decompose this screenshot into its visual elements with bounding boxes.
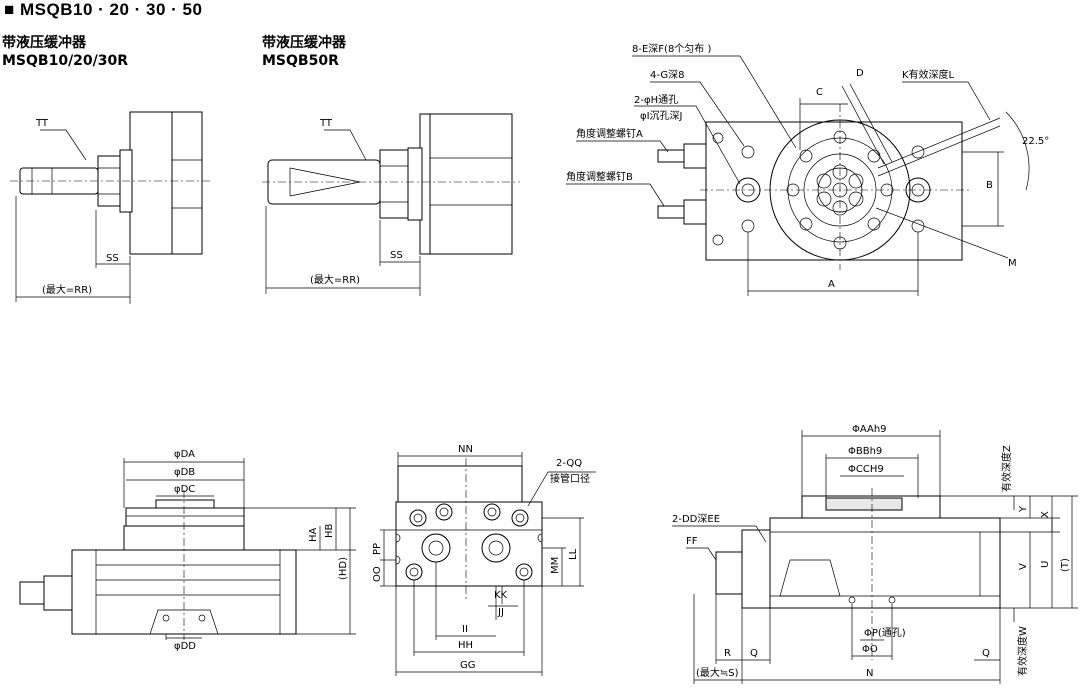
bm-hh-label: HH: [458, 640, 473, 651]
bl-hb-label: HB: [324, 523, 335, 538]
bm-pp-label: PP: [372, 543, 383, 555]
mid-caption-model: MSQB50R: [262, 53, 339, 69]
bm-jj-label: JJ: [497, 607, 504, 618]
tl-ss-label: SS: [106, 253, 119, 264]
bl-dd-label: φDD: [174, 641, 196, 652]
br-q1-label: Q: [750, 648, 758, 659]
left-caption-model: MSQB10/20/30R: [2, 53, 129, 69]
bm-oo-label: OO: [372, 566, 383, 582]
br-r-label: R: [724, 648, 731, 659]
tr-c-label: C: [816, 87, 823, 98]
tr-k-label: K有效深度L: [902, 68, 955, 81]
br-p-label: ΦP(通孔): [864, 627, 906, 639]
tl-rr-label: (最大=RR): [42, 283, 92, 296]
tr-a-label: A: [828, 279, 835, 290]
br-u-label: U: [1040, 561, 1051, 568]
left-caption-cn: 带液压缓冲器: [2, 35, 86, 51]
br-s-label: (最大≒S): [696, 666, 739, 679]
bl-db-label: φDB: [174, 467, 195, 478]
top-mid-view: TT SS (最大=RR): [262, 113, 520, 296]
br-t-label: (T): [1060, 558, 1071, 572]
br-dd-label: 2-DD深EE: [672, 513, 720, 525]
br-body: [769, 517, 1001, 609]
bm-body: [395, 501, 543, 587]
bottom-mid-view: NN 2-QQ 接管口径 PP OO MM LL KK JJ II HH: [372, 444, 596, 676]
bl-hd-label: (HD): [338, 557, 349, 580]
bm-mm-label: MM: [550, 557, 561, 574]
bottom-left-view: φDA φDB φDC φDD HA HB (HD): [19, 449, 356, 652]
tr-screw-b-label: 角度调整螺钉B: [566, 170, 633, 183]
bl-da-label: φDA: [174, 449, 195, 460]
bl-dc-label: φDC: [174, 484, 195, 495]
bm-port-label: 接管口径: [550, 472, 590, 485]
br-n-label: N: [866, 668, 873, 679]
tm-rr-label: (最大=RR): [310, 273, 360, 286]
tr-e-label: 8-E深F(8个匀布 ): [632, 43, 711, 55]
tm-ss-label: SS: [390, 250, 403, 261]
tl-tt-label: TT: [35, 118, 49, 129]
br-x-label: X: [1040, 511, 1051, 518]
br-bb-label: ΦBBh9: [848, 446, 882, 457]
br-o-label: ΦO: [862, 644, 878, 655]
mid-caption: 带液压缓冲器 MSQB50R: [262, 34, 346, 70]
bl-ha-label: HA: [308, 527, 319, 542]
br-v-label: V: [1018, 563, 1029, 570]
tr-angle-label: 22.5°: [1022, 136, 1049, 147]
left-caption: 带液压缓冲器 MSQB10/20/30R: [2, 34, 128, 70]
br-z-label: 有效深度Z: [1000, 445, 1013, 492]
tl-body: [129, 111, 203, 255]
tm-body: [419, 113, 513, 255]
br-cc-label: ΦCCH9: [848, 464, 884, 475]
bm-nn-label: NN: [458, 444, 473, 455]
page-title: ■ MSQB10 · 20 · 30 · 50: [4, 0, 203, 19]
bm-ll-label: LL: [568, 548, 579, 560]
tr-i-label: φI沉孔深J: [640, 109, 683, 122]
br-y-label: Y: [1018, 505, 1029, 513]
top-left-view: TT SS (最大=RR): [10, 111, 210, 304]
tm-tt-label: TT: [319, 118, 333, 129]
br-q2-label: Q: [982, 648, 990, 659]
br-aa-label: ΦAAh9: [852, 424, 887, 435]
tr-h-label: 2-φH通孔: [634, 94, 678, 106]
tr-m-label: M: [1008, 258, 1017, 269]
br-ff-label: FF: [686, 536, 698, 547]
br-w-label: 有效深度W: [1016, 626, 1029, 676]
top-right-view: 8-E深F(8个匀布 ) 4-G深8 2-φH通孔 φI沉孔深J 角度调整螺钉A…: [566, 43, 1049, 296]
bm-kk-label: KK: [494, 590, 508, 601]
tr-b-label: B: [986, 180, 993, 191]
mid-caption-cn: 带液压缓冲器: [262, 35, 346, 51]
bottom-right-view: ΦAAh9 ΦBBh9 ΦCCH9 有效深度Z 2-DD深EE FF Y X V…: [672, 424, 1078, 684]
bm-ii-label: II: [462, 624, 468, 635]
tr-screw-a-label: 角度调整螺钉A: [576, 127, 643, 140]
tr-g-label: 4-G深8: [650, 69, 684, 81]
tr-d-label: D: [856, 68, 864, 79]
bm-qq-label: 2-QQ: [556, 458, 582, 469]
bm-gg-label: GG: [460, 660, 476, 671]
